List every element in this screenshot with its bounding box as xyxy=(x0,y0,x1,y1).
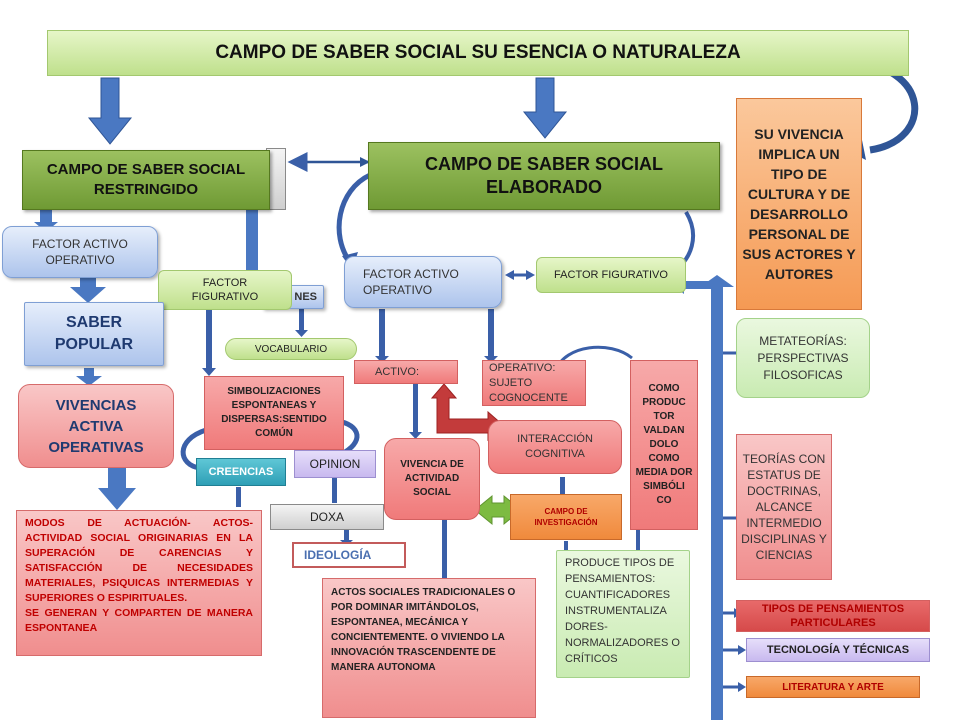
tipos-pensamientos-text: TIPOS DE PENSAMIENTOS PARTICULARES xyxy=(761,603,905,629)
arrow-title-to-restringido xyxy=(87,77,133,145)
produce-tipos-box: PRODUCE TIPOS DE PENSAMIENTOS: CUANTIFIC… xyxy=(556,550,690,678)
modos-paragraph-2: SE GENERAN Y COMPARTEN DE MANERA ESPONTA… xyxy=(25,607,253,634)
factor-activo-center-text: FACTOR ACTIVO OPERATIVO xyxy=(363,267,459,297)
factor-figurativo-center-text: FACTOR FIGURATIVO xyxy=(554,269,668,281)
activo-box: ACTIVO: xyxy=(354,360,458,384)
ideologia-box: IDEOLOGÍA xyxy=(292,542,406,568)
metateorias-box: METATEORÍAS: PERSPECTIVAS FILOSOFICAS xyxy=(736,318,870,398)
vocabulario-box: VOCABULARIO xyxy=(225,338,357,360)
opinion-text: OPINION xyxy=(309,457,361,471)
saber-popular-box: SABER POPULAR xyxy=(24,302,164,366)
red-arrow-interaccion xyxy=(430,383,505,442)
vivencia-cultura-text: SU VIVENCIA IMPLICA UN TIPO DE CULTURA Y… xyxy=(742,126,856,282)
vivencias-activa-box: VIVENCIAS ACTIVA OPERATIVAS xyxy=(18,384,174,468)
elaborado-text: CAMPO DE SABER SOCIAL ELABORADO xyxy=(424,154,664,197)
tipos-pensamientos-box: TIPOS DE PENSAMIENTOS PARTICULARES xyxy=(736,600,930,632)
opinion-box: OPINION xyxy=(294,450,376,478)
como-producto-text: COMO PRODUC TOR VALDAN DOLO COMO MEDIA D… xyxy=(635,383,693,506)
factor-activo-center-box: FACTOR ACTIVO OPERATIVO xyxy=(344,256,502,308)
produce-tipos-text: PRODUCE TIPOS DE PENSAMIENTOS: CUANTIFIC… xyxy=(565,557,680,665)
factor-figurativo-left-box: FACTOR FIGURATIVO xyxy=(158,270,292,310)
modos-paragraph-1: MODOS DE ACTUACIÓN- ACTOS- ACTIVIDAD SOC… xyxy=(25,517,253,604)
interaccion-text: INTERACCIÓN COGNITIVA xyxy=(517,433,593,460)
actos-sociales-box: ACTOS SOCIALES TRADICIONALES O POR DOMIN… xyxy=(322,578,536,718)
campo-investigacion-box: CAMPO DE INVESTIGACIÓN xyxy=(510,494,622,540)
literatura-text: LITERATURA Y ARTE xyxy=(782,681,884,693)
restringido-box: CAMPO DE SABER SOCIAL RESTRINGIDO xyxy=(22,150,270,210)
interaccion-box: INTERACCIÓN COGNITIVA xyxy=(488,420,622,474)
restringido-text: CAMPO DE SABER SOCIAL RESTRINGIDO xyxy=(46,161,246,198)
literatura-box: LITERATURA Y ARTE xyxy=(746,676,920,698)
vivencia-actividad-text: VIVENCIA DE ACTIVIDAD SOCIAL xyxy=(400,459,464,498)
operativo-box: OPERATIVO: SUJETO COGNOCENTE xyxy=(482,360,586,406)
vivencia-actividad-box: VIVENCIA DE ACTIVIDAD SOCIAL xyxy=(384,438,480,520)
title-text: CAMPO DE SABER SOCIAL SU ESENCIA O NATUR… xyxy=(215,42,741,63)
como-producto-box: COMO PRODUC TOR VALDAN DOLO COMO MEDIA D… xyxy=(630,360,698,530)
doxa-text: DOXA xyxy=(309,510,344,524)
ideologia-text: IDEOLOGÍA xyxy=(304,548,372,562)
metateorias-text: METATEORÍAS: PERSPECTIVAS FILOSOFICAS xyxy=(757,333,849,382)
doxa-box: DOXA xyxy=(270,504,384,530)
factor-activo-left-text: FACTOR ACTIVO OPERATIVO xyxy=(32,237,128,267)
operativo-text: OPERATIVO: SUJETO COGNOCENTE xyxy=(489,361,568,404)
simbolizaciones-box: SIMBOLIZACIONES ESPONTANEAS Y DISPERSAS:… xyxy=(204,376,344,450)
factor-figurativo-center-box: FACTOR FIGURATIVO xyxy=(536,257,686,293)
tecnologia-text: TECNOLOGÍA Y TÉCNICAS xyxy=(766,644,910,656)
nes-text: NES xyxy=(294,291,317,303)
activo-text: ACTIVO: xyxy=(375,366,420,378)
elaborado-box: CAMPO DE SABER SOCIAL ELABORADO xyxy=(368,142,720,210)
teorias-box: TEORÍAS CON ESTATUS DE DOCTRINAS, ALCANC… xyxy=(736,434,832,580)
teorias-text: TEORÍAS CON ESTATUS DE DOCTRINAS, ALCANC… xyxy=(741,452,827,562)
arrow-title-to-elaborado xyxy=(522,77,568,139)
title-box: CAMPO DE SABER SOCIAL SU ESENCIA O NATUR… xyxy=(47,30,909,76)
modos-box: MODOS DE ACTUACIÓN- ACTOS- ACTIVIDAD SOC… xyxy=(16,510,262,656)
vivencias-activa-text: VIVENCIAS ACTIVA OPERATIVAS xyxy=(48,396,144,456)
tecnologia-box: TECNOLOGÍA Y TÉCNICAS xyxy=(746,638,930,662)
campo-investigacion-text: CAMPO DE INVESTIGACIÓN xyxy=(534,507,598,527)
factor-activo-left-box: FACTOR ACTIVO OPERATIVO xyxy=(2,226,158,278)
creencias-box: CREENCIAS xyxy=(196,458,286,486)
actos-sociales-text: ACTOS SOCIALES TRADICIONALES O POR DOMIN… xyxy=(331,587,516,673)
saber-popular-text: SABER POPULAR xyxy=(54,314,134,353)
vocabulario-text: VOCABULARIO xyxy=(254,343,328,355)
factor-figurativo-left-text: FACTOR FIGURATIVO xyxy=(191,277,259,303)
simbolizaciones-text: SIMBOLIZACIONES ESPONTANEAS Y DISPERSAS:… xyxy=(221,386,327,439)
creencias-text: CREENCIAS xyxy=(208,466,274,478)
vivencia-cultura-box: SU VIVENCIA IMPLICA UN TIPO DE CULTURA Y… xyxy=(736,98,862,310)
